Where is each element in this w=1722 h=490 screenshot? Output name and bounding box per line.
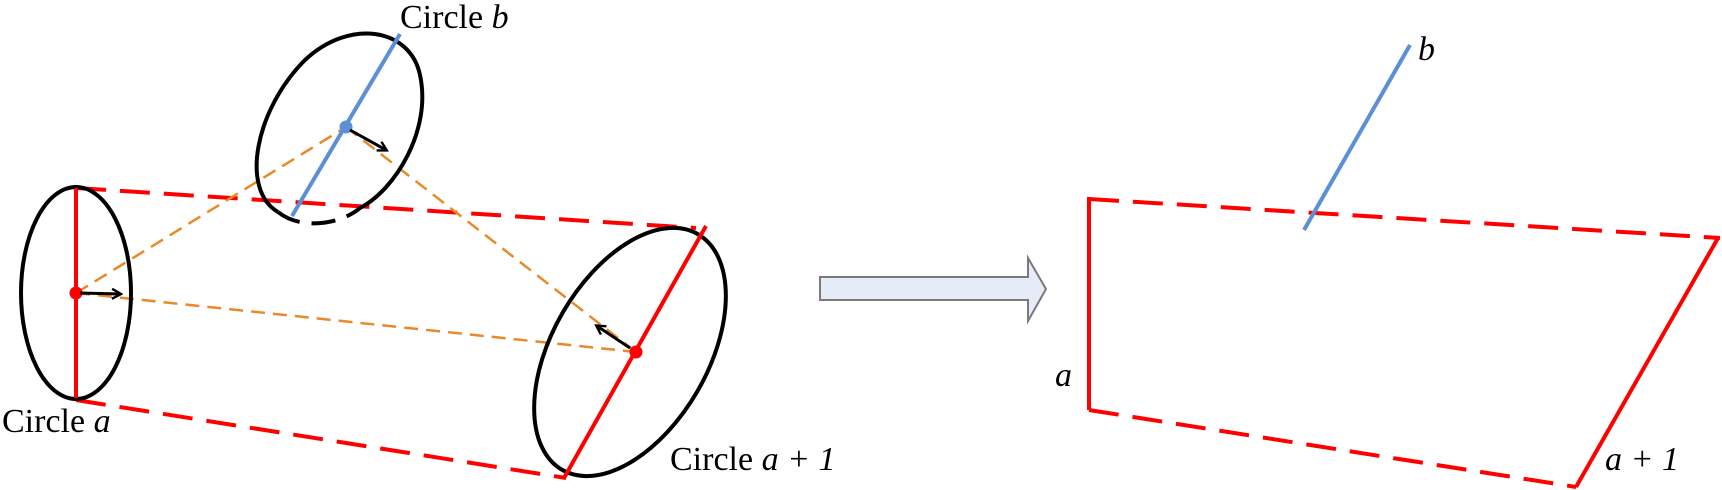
circle-a-plus-1-center (629, 345, 643, 359)
label-circle-b: Circle b (400, 0, 509, 36)
flat-top-edge (1088, 197, 1721, 240)
circle-a-plus-1 (532, 225, 728, 479)
circle-a-center (69, 286, 83, 300)
circle-b-hidden-arc (276, 206, 362, 226)
circle-a-plus-1-outline (532, 225, 728, 479)
circle-b-outline (254, 31, 425, 214)
circle-a-normal-arrow (79, 293, 120, 294)
circle-a (19, 185, 133, 401)
connector-a-to-b (75, 125, 347, 295)
label-a: a (1055, 357, 1072, 394)
flat-bottom-edge (1088, 408, 1577, 489)
top-strip-edge (75, 186, 697, 230)
bottom-strip-edge (75, 398, 567, 480)
left-panel: Circle b Circle a Circle a + 1 (2, 0, 836, 480)
connector-a-to-a1 (75, 291, 637, 354)
right-panel: b a a + 1 (1055, 31, 1721, 489)
connector-b-to-a1 (345, 126, 637, 353)
circle-a-plus-1-normal-arrow (597, 326, 631, 350)
circle-b (254, 31, 425, 226)
label-b: b (1418, 31, 1435, 68)
circle-a-outline (19, 185, 133, 401)
label-a-plus-1: a + 1 (1605, 441, 1679, 478)
circle-b-normal-arrow (349, 128, 386, 150)
transition-arrow (819, 254, 1048, 325)
flat-edge-b (1302, 44, 1412, 231)
flat-edge-a-plus-1 (1574, 237, 1720, 488)
label-circle-a: Circle a (2, 403, 111, 440)
circle-b-center (339, 120, 353, 134)
label-circle-a-plus-1: Circle a + 1 (670, 441, 836, 478)
